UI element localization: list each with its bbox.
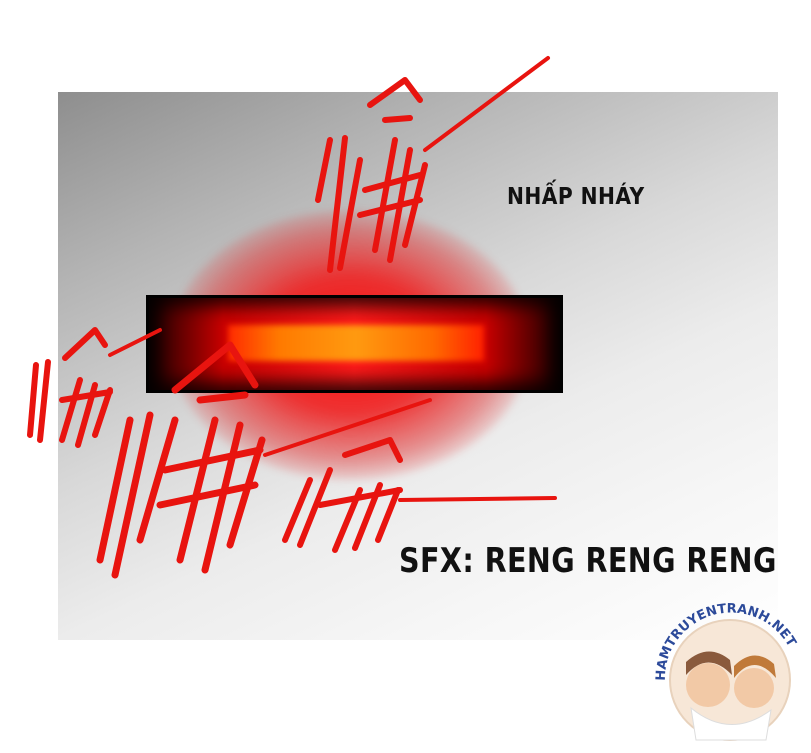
sfx-glyph-lower: [282, 437, 557, 553]
sfx-glyph-top: [315, 56, 550, 273]
alarm-lamp-core: [228, 325, 484, 361]
sfx-glyph-center: [96, 341, 432, 579]
alarm-lamp: [146, 295, 563, 393]
sfx-glyph-left: [27, 327, 162, 448]
caption-blink: NHẤP NHÁY: [507, 184, 645, 210]
watermark-logo: HAMTRUYENTRANH.NET: [654, 602, 799, 741]
caption-sfx: SFX: RENG RENG RENG: [399, 541, 777, 581]
